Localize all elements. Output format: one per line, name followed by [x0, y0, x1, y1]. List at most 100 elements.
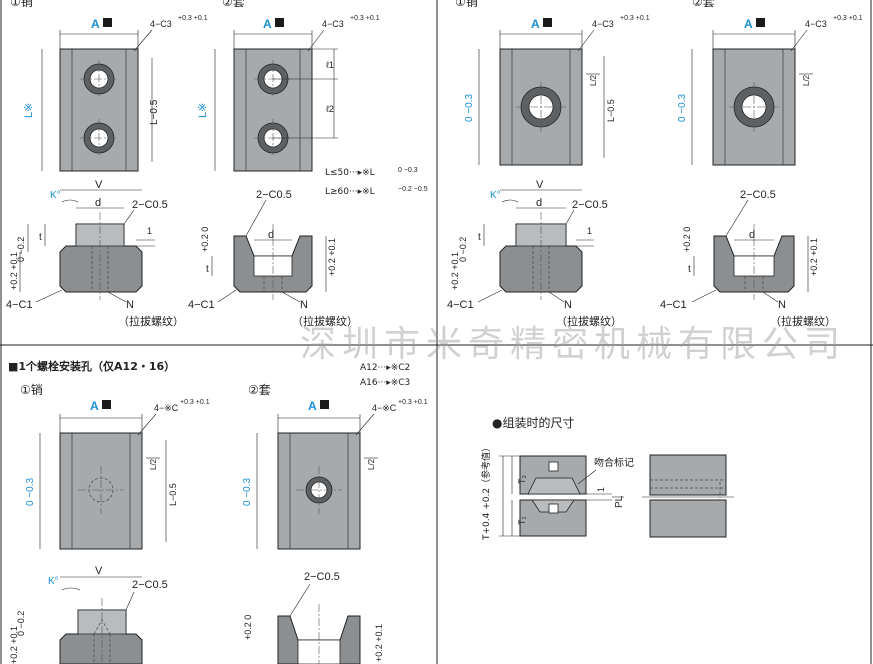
dim-e-pin-2: 0 −0.2: [458, 237, 468, 262]
dim-l-tol-4: 0 −0.3: [242, 477, 253, 506]
dim-l-minus-3: L−0.5: [606, 99, 616, 122]
dim-l-minus-5: L−0.5: [168, 483, 178, 506]
assembly-side-view: [642, 454, 734, 538]
dim-v-2: V: [536, 179, 544, 191]
note-a12: A12···▸※C2: [360, 363, 410, 373]
pin-heading-3: ①销: [20, 383, 43, 397]
edge-chamfer: 2−C0.5: [132, 199, 168, 211]
dim-t-sleeve: t: [206, 264, 209, 275]
pin-side-view-2: V d K° 2−C0.5 t 0 −0.2 +0.2 +0.1 1 4−C1 …: [447, 179, 622, 328]
chamfer-label-6: 4−※C: [372, 403, 397, 413]
chamfer-label-4: 4−C3: [805, 19, 827, 29]
thread-note: （拉拔螺纹）: [118, 314, 184, 328]
dim-half-l-3: L/2: [149, 458, 158, 470]
assembly-section-view: T+0.4 +0.2（参考值） T₂ T₁ 吻合标记 1 PL: [480, 443, 634, 541]
panel-bottom-right: ●组装时的尺寸 T+0.4 +0.2（参考值） T₂ T₁ 吻合标记 1 PL: [480, 415, 734, 541]
pin-top-view-1hole: A 4−C3 +0.3 +0.1 0 −0.3 L/2 L−0.5: [464, 15, 650, 166]
dim-t2-asm: T₂: [517, 475, 527, 484]
panel-top-right: ①销 ②套 A 4−C3 +0.3 +0.1 0 −0.3 L/2 L−0.5: [447, 0, 863, 328]
dim-d-sleeve: d: [268, 229, 274, 241]
dim-v-3: V: [95, 565, 103, 577]
thread-note-2: （拉拔螺纹）: [556, 314, 622, 328]
rule-l-ge-60-tol: −0.2 −0.5: [398, 186, 428, 193]
thread-note-sleeve: （拉拔螺纹）: [292, 314, 358, 328]
chamfer-tolerance-5: +0.3 +0.1: [180, 399, 210, 406]
dim-v: V: [95, 179, 103, 191]
sleeve-top-view-1hole: A 4−C3 +0.3 +0.1 0 −0.3 L/2: [677, 15, 863, 166]
dim-a-label-3: A: [531, 17, 540, 31]
dim-t1-3: +0.2 +0.1: [9, 626, 19, 664]
sleeve-heading: ②套: [222, 0, 245, 9]
dim-a-label-4: A: [744, 17, 753, 31]
pin-side-view: V d K° 2−C0.5 t 0 −0.2 +0.2 +0.1 1 4−C1 …: [6, 179, 184, 328]
dim-e-pin: 0 −0.2: [16, 237, 26, 262]
rule-l-le-50-tol: 0 −0.3: [398, 167, 418, 174]
corner-chamfer-2: 4−C1: [447, 299, 474, 311]
dim-t-sleeve-2: t: [688, 264, 691, 275]
dim-e-sleeve-3: +0.2 0: [243, 615, 253, 640]
chamfer-label-2: 4−C3: [322, 19, 344, 29]
angle-k-3: K°: [48, 576, 59, 587]
pin-top-view-bolt: A 4−※C +0.3 +0.1 0 −0.3 L/2 L−0.5: [25, 399, 210, 550]
sleeve-heading-3: ②套: [248, 383, 271, 397]
watermark: 深圳市米奇精密机械有限公司: [300, 324, 846, 365]
pin-heading: ①销: [10, 0, 33, 9]
dim-l-tol-3: 0 −0.3: [25, 477, 36, 506]
dim-one-asm: 1: [596, 487, 606, 492]
dim-t1-2: +0.2 +0.1: [450, 252, 460, 290]
dim-l-minus: L−0.5: [149, 99, 160, 125]
edge-chamfer-sleeve: 2−C0.5: [256, 189, 292, 201]
dim-l-mark: L※: [23, 103, 35, 118]
dim-half-l-2: L/2: [802, 74, 811, 86]
dim-t2: +0.2 +0.1: [327, 238, 337, 276]
chamfer-tolerance: +0.3 +0.1: [178, 15, 208, 22]
edge-chamfer-2: 2−C0.5: [572, 199, 608, 211]
dim-l1: ℓ1: [326, 60, 334, 70]
thread-n-sleeve-2: N: [778, 299, 786, 311]
dim-d-2: d: [536, 197, 542, 209]
dim-e-sleeve-2: +0.2 0: [682, 227, 692, 252]
sleeve-top-view-2holes: A 4−C3 +0.3 +0.1 L※ ℓ1 ℓ2 L≤50···▸※L 0 −…: [197, 15, 428, 197]
assembly-title: ●组装时的尺寸: [492, 415, 574, 430]
chamfer-tolerance-2: +0.3 +0.1: [350, 15, 380, 22]
rule-l-ge-60: L≥60···▸※L: [325, 187, 375, 197]
sleeve-heading-2: ②套: [692, 0, 715, 9]
corner-chamfer-sleeve-2: 4−C1: [660, 299, 687, 311]
angle-k-2: K°: [490, 190, 501, 201]
sleeve-top-view-bolt: A 4−※C +0.3 +0.1 0 −0.3 L/2: [242, 399, 428, 550]
dim-a-label: A: [91, 17, 100, 31]
dim-l2: ℓ2: [326, 104, 334, 114]
dim-t2-2: +0.2 +0.1: [809, 238, 819, 276]
chamfer-label-5: 4−※C: [154, 403, 179, 413]
dim-one-2: 1: [587, 226, 592, 236]
dim-a-label-5: A: [90, 399, 99, 413]
dim-d-sleeve-2: d: [749, 229, 755, 241]
dim-one: 1: [147, 226, 152, 236]
dim-l-tol: 0 −0.3: [464, 93, 475, 122]
dim-a-label-2: A: [263, 17, 272, 31]
angle-k: K°: [50, 190, 61, 201]
dim-t: t: [39, 232, 42, 243]
rule-l-le-50: L≤50···▸※L: [325, 168, 375, 178]
match-mark: 吻合标记: [594, 456, 634, 469]
thread-n-2: N: [564, 299, 572, 311]
note-a16: A16···▸※C3: [360, 378, 410, 388]
sleeve-side-view-bolt: 2−C0.5 +0.2 0 +0.2 +0.1: [243, 571, 384, 664]
pin-heading-2: ①销: [455, 0, 478, 9]
chamfer-tolerance-6: +0.3 +0.1: [398, 399, 428, 406]
sleeve-side-view-2: d 2−C0.5 t +0.2 0 +0.2 +0.1 4−C1 N （拉拔螺纹…: [660, 189, 836, 328]
panel-top-left: ①销 ②套 A 4−C3 +0.3 +0.1 L※ L−0: [6, 0, 428, 328]
edge-chamfer-sleeve-3: 2−C0.5: [304, 571, 340, 583]
section-title: ■1个螺栓安装孔（仅A12・16）: [8, 359, 175, 373]
dim-t1: +0.2 +0.1: [9, 252, 19, 290]
thread-n: N: [126, 299, 134, 311]
sleeve-side-view: d 2−C0.5 t +0.2 0 +0.2 +0.1 4−C1 N （拉拔螺纹…: [188, 189, 358, 328]
pin-side-view-bolt: V K° 2−C0.5 0 −0.2 +0.2 +0.1: [9, 565, 168, 664]
panel-bottom-left: ■1个螺栓安装孔（仅A12・16） A12···▸※C2 A16···▸※C3 …: [8, 359, 428, 664]
dim-t1-asm: T₁: [517, 516, 527, 525]
dim-t2-3: +0.2 +0.1: [374, 624, 384, 662]
dim-d: d: [95, 197, 101, 209]
chamfer-tolerance-4: +0.3 +0.1: [833, 15, 863, 22]
edge-chamfer-sleeve-2: 2−C0.5: [740, 189, 776, 201]
